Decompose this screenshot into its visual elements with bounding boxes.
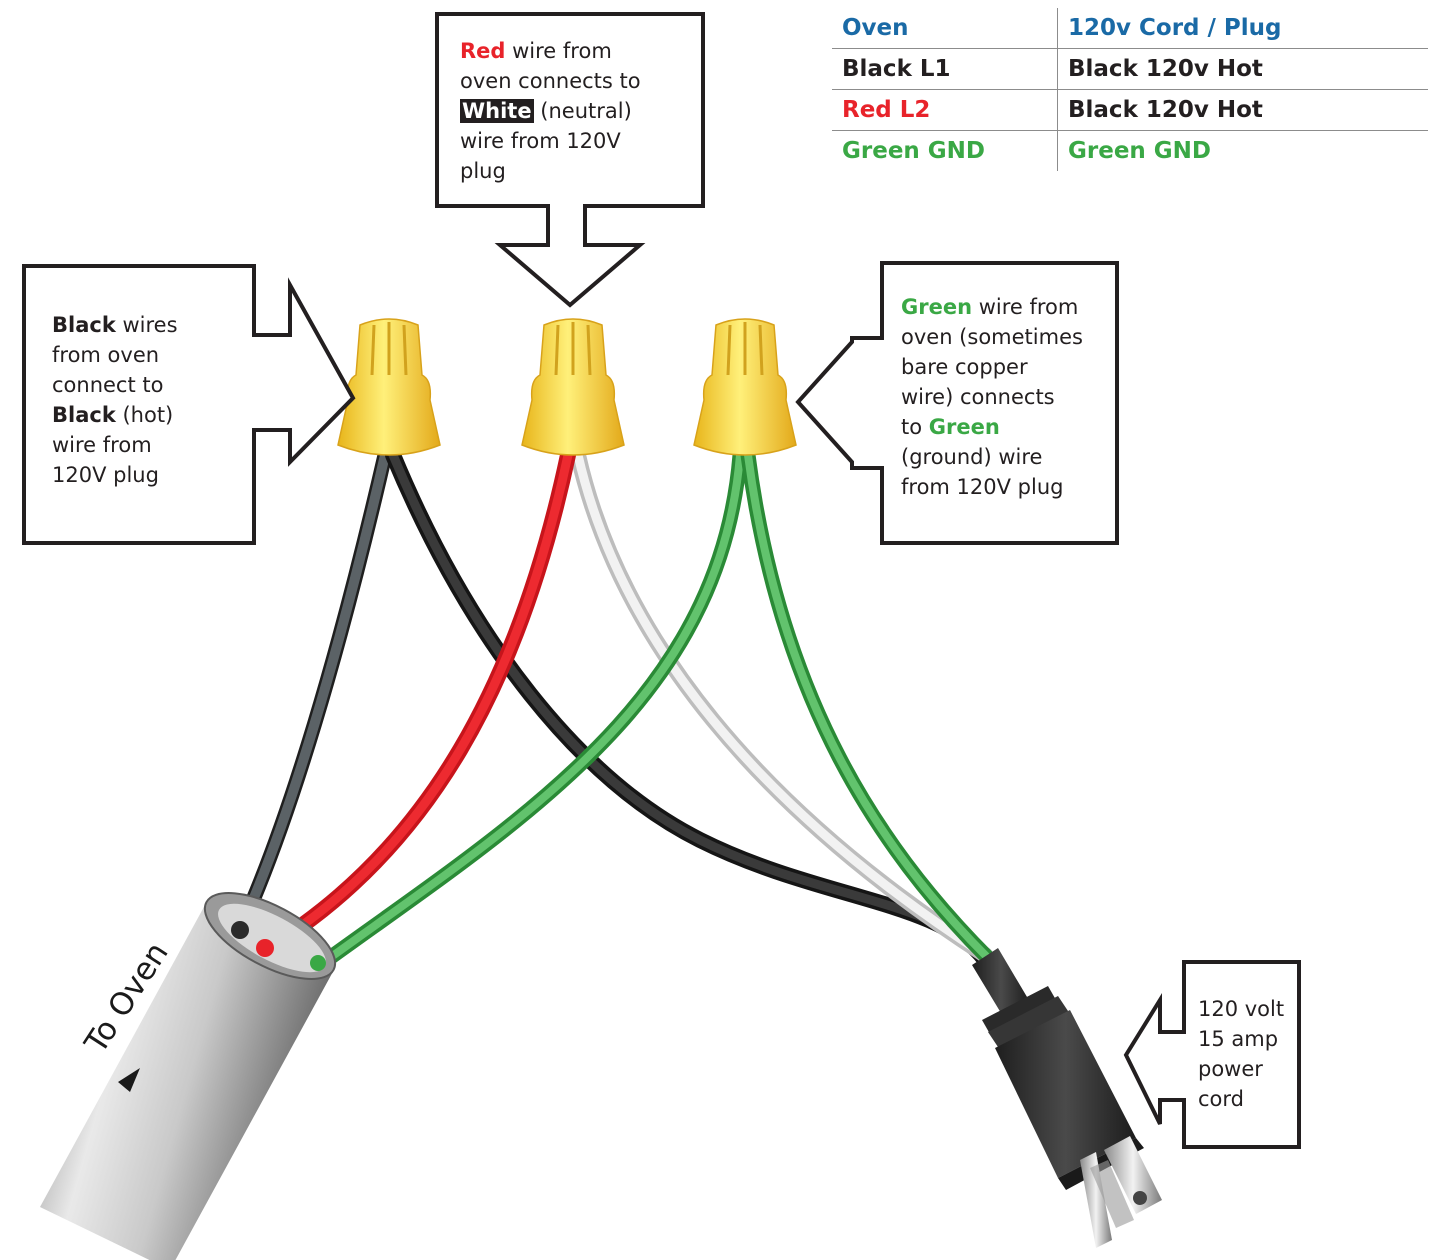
callout-green-box (795, 261, 1119, 545)
word-green: Green (901, 295, 973, 319)
row-oven-wire: Green GND (832, 130, 1058, 171)
callout-cord-text: 120 volt 15 amp power cord (1198, 997, 1285, 1111)
wire-nut-left (337, 318, 441, 456)
wire-red (257, 447, 576, 958)
wires (232, 447, 996, 973)
word-green: Green (928, 415, 1000, 439)
callout-red-box (435, 12, 705, 308)
table-row: Red L2 Black 120v Hot (832, 89, 1428, 131)
row-cord-wire: Black 120v Hot (1057, 48, 1428, 90)
callout-black-text: Black wires from oven connect to Black (… (52, 313, 178, 487)
callout-cord-box (1123, 960, 1301, 1149)
word-white: White (460, 99, 534, 123)
wire-mapping-table: Oven 120v Cord / Plug Black L1 Black 120… (832, 8, 1428, 171)
word-red: Red (460, 39, 506, 63)
callout-black-box (22, 264, 356, 545)
table-row: Green GND Green GND (832, 130, 1428, 171)
table-row: Black L1 Black 120v Hot (832, 48, 1428, 90)
callout-red-text: Red wire from oven connects to White (ne… (460, 39, 641, 183)
row-cord-wire: Green GND (1068, 138, 1212, 164)
header-oven: Oven (832, 8, 1058, 49)
arrow-icon (118, 1068, 140, 1092)
wire-nut-center (521, 318, 625, 456)
conduit (40, 892, 337, 1260)
header-cord: 120v Cord / Plug (1057, 8, 1428, 49)
callout-green-text: Green wire from oven (sometimes bare cop… (901, 295, 1083, 499)
row-cord-wire: Black 120v Hot (1057, 89, 1428, 131)
row-oven-wire: Red L2 (832, 89, 1058, 131)
power-plug (972, 948, 1162, 1248)
row-oven-wire: Black L1 (832, 48, 1058, 90)
wire-green-oven (312, 447, 748, 973)
word-black: Black (52, 313, 116, 337)
word-black: Black (52, 403, 116, 427)
table-header-row: Oven 120v Cord / Plug (832, 8, 1428, 49)
wire-nut-right (693, 318, 797, 456)
